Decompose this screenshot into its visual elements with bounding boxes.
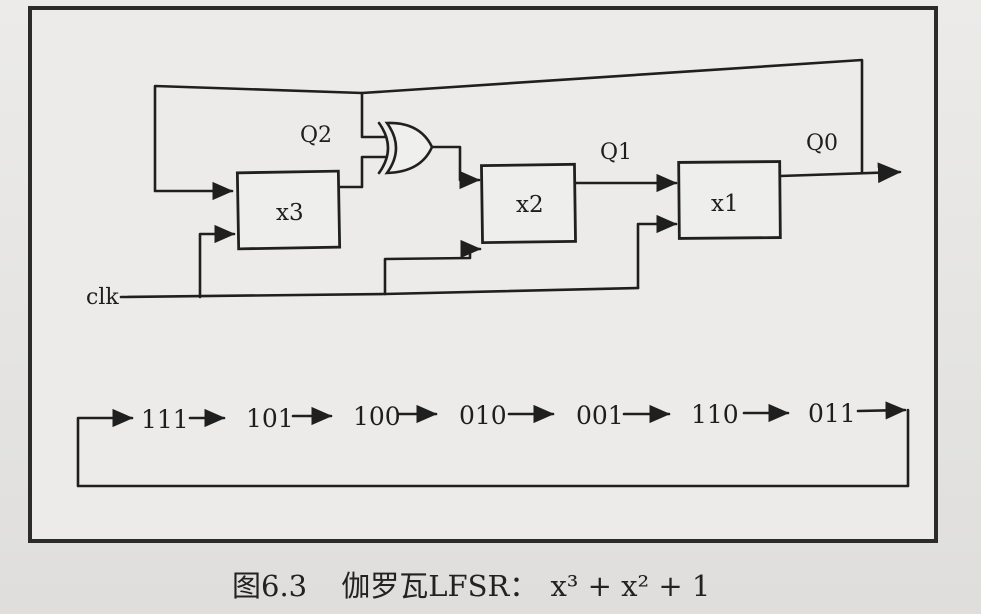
q2-wire	[337, 155, 388, 189]
register-label-x3: x3	[276, 200, 304, 226]
state-011: 011	[808, 399, 856, 428]
clk-to-x2-wire	[383, 239, 482, 296]
clk-to-x1-wire	[636, 214, 678, 290]
figure-frame	[28, 6, 938, 543]
feedback-loop-wire	[153, 58, 864, 201]
sequence-arrow-7	[856, 401, 907, 420]
xor-feedback-wire	[360, 91, 388, 139]
label-clk: clk	[86, 285, 119, 310]
state-111: 111	[141, 405, 189, 434]
q0-output-wire	[778, 162, 902, 184]
state-100: 100	[353, 402, 401, 431]
caption-formula: x³ + x² + 1	[550, 569, 711, 603]
register-label-x1: x1	[711, 191, 739, 217]
figure-caption: 图6.3 伽罗瓦LFSR： x³ + x² + 1	[232, 566, 752, 606]
xor-output-wire	[429, 145, 481, 190]
caption-title: 伽罗瓦LFSR：	[341, 569, 539, 603]
clk-to-x3-wire	[198, 224, 236, 299]
label-q0: Q0	[806, 131, 838, 156]
xor-gate	[377, 121, 434, 175]
state-101: 101	[246, 404, 294, 433]
register-x1	[677, 160, 782, 240]
clk-main-wire	[119, 286, 640, 299]
state-110: 110	[691, 400, 739, 429]
state-010: 010	[459, 401, 507, 430]
register-x3	[235, 169, 342, 251]
sequence-cycle-wire	[76, 408, 910, 488]
label-q2: Q2	[300, 123, 332, 148]
register-label-x2: x2	[516, 192, 544, 218]
label-q1: Q1	[600, 140, 632, 165]
state-001: 001	[576, 401, 624, 430]
caption-figure-number: 图6.3	[232, 569, 308, 603]
register-x2	[480, 162, 577, 245]
